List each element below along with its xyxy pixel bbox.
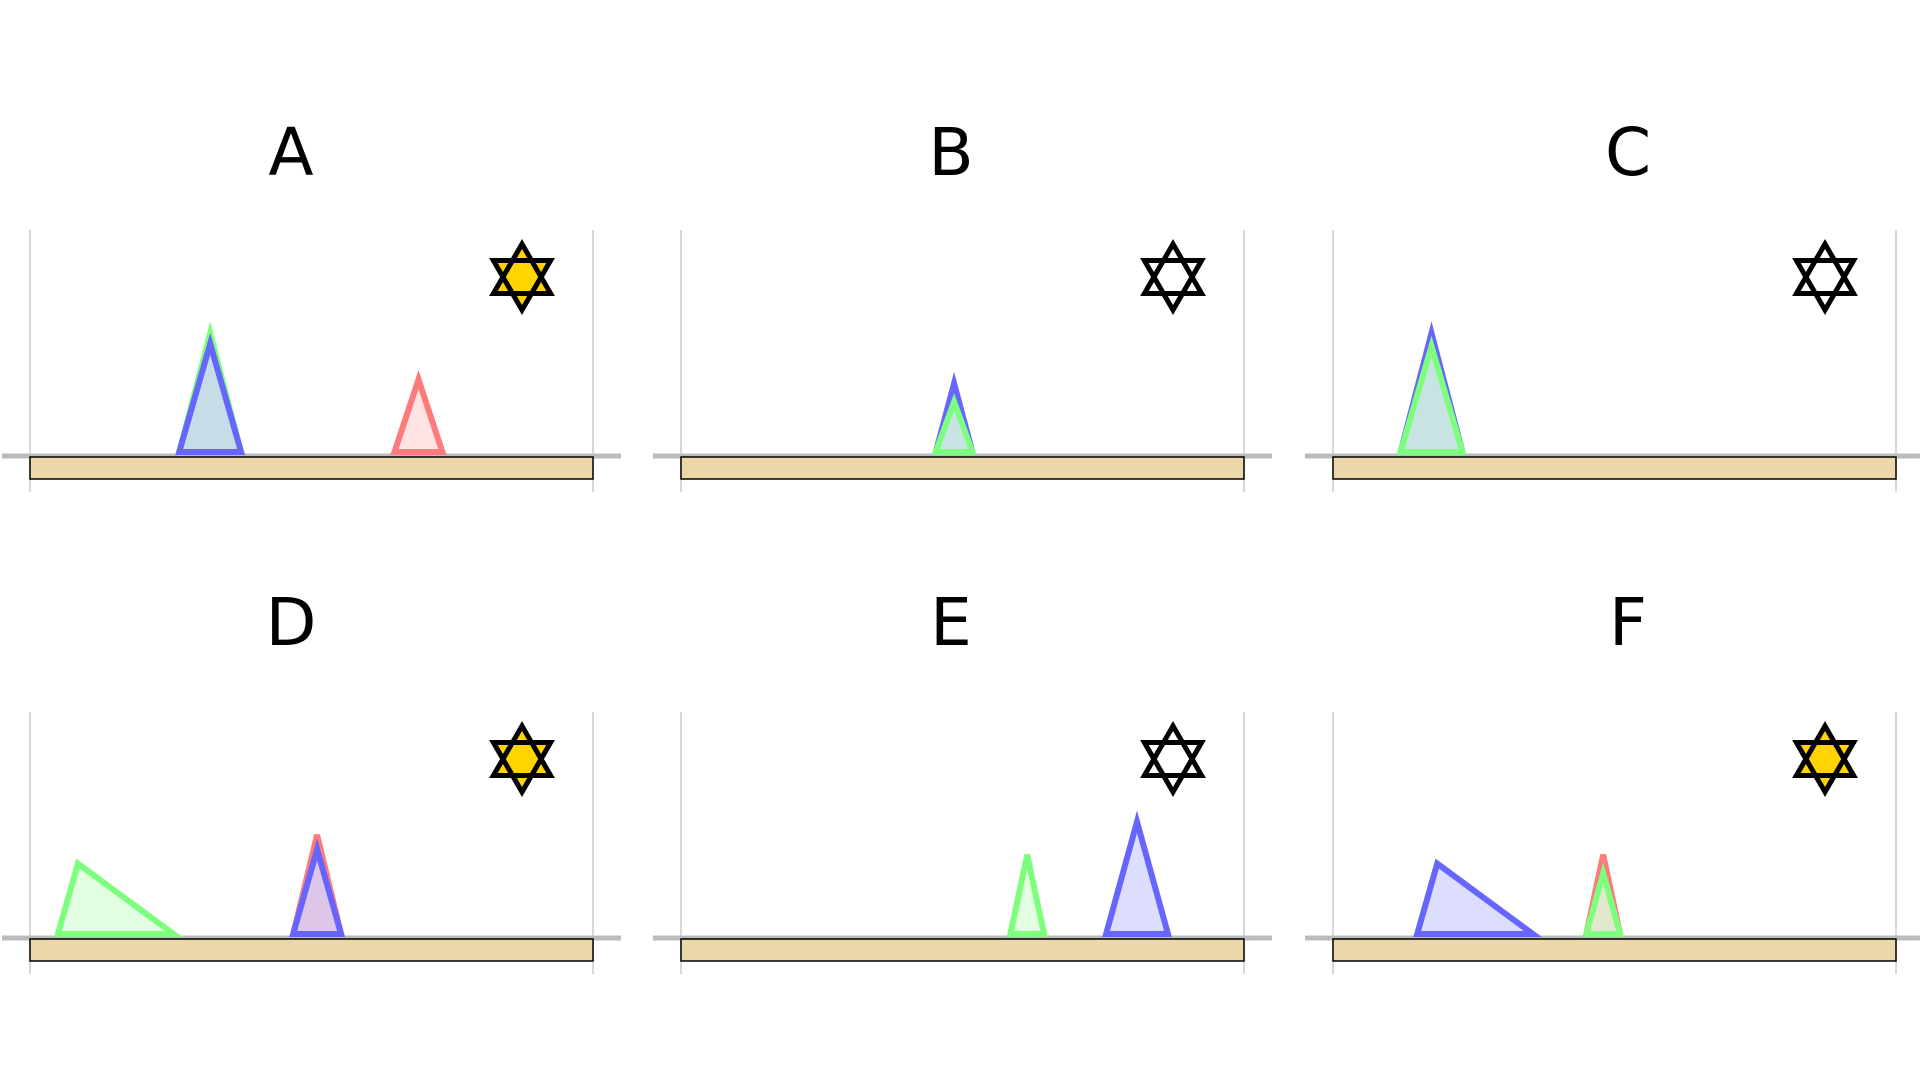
- green-triangle-shape: [1582, 862, 1625, 937]
- star-outline-down: [1792, 258, 1858, 315]
- panel-label-d: D: [266, 584, 317, 661]
- star-outline-up: [1792, 721, 1858, 778]
- star-icon: [489, 721, 555, 797]
- green-triangle-shape: [1396, 335, 1467, 455]
- star-icon: [1140, 721, 1206, 797]
- panel-label-b: B: [928, 114, 973, 191]
- panel-c: [1305, 230, 1920, 492]
- blue-triangle-shape: [289, 838, 346, 937]
- floor-slab: [1332, 938, 1897, 962]
- floor-slab: [680, 938, 1245, 962]
- star-outline-up: [1140, 239, 1206, 296]
- panel-label-f: F: [1609, 584, 1647, 661]
- star-icon: [489, 239, 555, 315]
- star-outline-up: [489, 721, 555, 778]
- star-outline-down: [1140, 258, 1206, 315]
- panel-b: [653, 230, 1272, 492]
- green-triangle-shape: [1006, 854, 1048, 937]
- floor-slab: [29, 938, 594, 962]
- blue-triangle-shape: [1102, 810, 1172, 937]
- star-outline-down: [489, 740, 555, 797]
- floor-slab: [29, 456, 594, 480]
- star-icon: [1140, 239, 1206, 315]
- star-outline-down: [1140, 740, 1206, 797]
- star-outline-up: [1792, 239, 1858, 296]
- panel-d: [2, 712, 621, 974]
- star-outline-up: [1140, 721, 1206, 778]
- panel-e: [653, 712, 1272, 974]
- floor-slab: [680, 456, 1245, 480]
- star-outline-up: [489, 239, 555, 296]
- blue-wedge-shape: [1413, 858, 1543, 937]
- green-wedge-shape: [53, 858, 183, 937]
- green-triangle-shape: [931, 393, 977, 455]
- panel-label-c: C: [1605, 114, 1651, 191]
- star-icon: [1792, 721, 1858, 797]
- blue-triangle-shape: [175, 332, 246, 455]
- red-triangle-shape: [390, 369, 447, 455]
- star-outline-down: [1792, 740, 1858, 797]
- panel-a: [2, 230, 621, 492]
- floor-slab: [1332, 456, 1897, 480]
- star-icon: [1792, 239, 1858, 315]
- panel-label-a: A: [268, 114, 313, 191]
- panel-label-e: E: [930, 584, 972, 661]
- star-outline-down: [489, 258, 555, 315]
- panel-f: [1305, 712, 1920, 974]
